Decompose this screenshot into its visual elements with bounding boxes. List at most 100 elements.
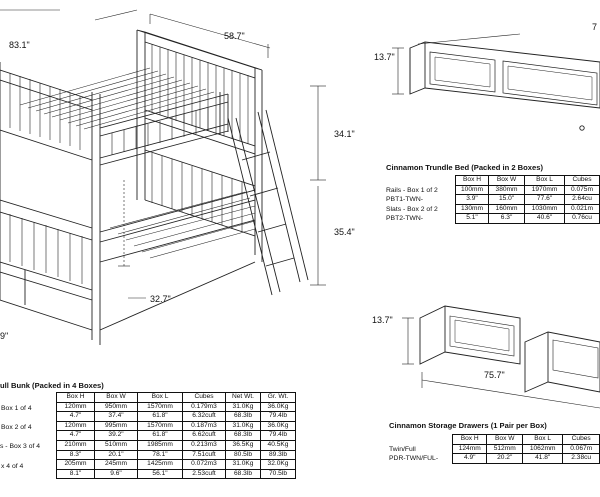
trundle-table-title: Cinnamon Trundle Bed (Packed in 2 Boxes) [386, 163, 543, 172]
table-row: 4.9" 20.2" 41.8" 2.38cu [451, 453, 600, 464]
table-cell: 2.64cu [563, 194, 600, 205]
table-cell: 8.1" [56, 468, 95, 480]
table-cell: 79.4lb [260, 430, 296, 441]
table-cell: 512mm [486, 443, 523, 455]
table-cell: 56.1" [137, 468, 183, 480]
table-cell: 61.8" [137, 411, 183, 422]
table-cell: 89.3lb [260, 449, 296, 461]
table-cell: 6.32cuft [182, 411, 226, 422]
row-label: Twin/Full [389, 446, 416, 453]
table-cell: 4.7" [56, 430, 95, 441]
row-label: PBT1-TWN- [386, 196, 424, 204]
table-cell: 6.62cuft [182, 430, 226, 441]
table-cell: 0.179m3 [182, 401, 226, 413]
column-header: Box W [486, 434, 523, 445]
bunk-dimension-lines [0, 9, 326, 299]
table-row: 5.1" 6.3" 40.6" 0.76cu [454, 213, 600, 224]
column-header: Cubes [563, 175, 600, 186]
table-cell: 380mm [488, 184, 526, 196]
row-label: Slats - Box 2 of 2 [386, 205, 438, 213]
table-header-row: Box H Box W Box L Cubes [454, 175, 600, 186]
column-header: Box H [454, 175, 490, 186]
table-cell: 68.3lb [225, 430, 261, 441]
ladder-offset-label: 32.7" [150, 294, 171, 304]
drawer-height-label: 13.7" [372, 315, 393, 325]
column-header: Box H [451, 434, 488, 445]
table-cell: 80.5lb [225, 449, 261, 461]
column-header: Cubes [562, 434, 600, 445]
bunk-row-labels: Box 1 of 4 Box 2 of 4 s - Box 3 of 4 x 4… [0, 404, 40, 481]
trundle-row-labels: Rails - Box 1 of 2 PBT1-TWN- Slats - Box… [386, 186, 438, 224]
upper-height-label: 34.1" [334, 129, 355, 139]
column-header: Box W [94, 392, 138, 403]
trundle-drawing [392, 33, 600, 131]
bunk-bed-drawing [0, 29, 309, 345]
table-cell: 31.0Kg [225, 401, 261, 413]
table-header-row: Box H Box W Box L Cubes Net Wt. Gr. Wt. [56, 392, 296, 403]
table-cell: 3.9" [454, 194, 490, 205]
table-cell: 2.53cuft [182, 468, 226, 480]
table-cell: 40.6" [524, 213, 565, 224]
table-cell: 510mm [94, 439, 138, 451]
table-cell: 0.072m3 [182, 459, 226, 470]
table-cell: 36.0Kg [260, 401, 296, 413]
table-cell: 68.3lb [225, 468, 261, 480]
table-cell: 0.067m [562, 443, 600, 455]
table-cell: 124mm [451, 443, 488, 455]
table-cell: 78.1" [137, 449, 183, 461]
table-cell: 1570mm [137, 401, 183, 413]
table-cell: 77.6" [524, 194, 565, 205]
table-cell: 36.0Kg [260, 420, 296, 432]
bunk-length-label: 83.1" [9, 40, 30, 50]
trundle-height-label: 13.7" [374, 52, 395, 62]
table-cell: 0.021m [563, 203, 600, 215]
table-cell: 68.3lb [225, 411, 261, 422]
table-cell: 1062mm [521, 443, 564, 455]
table-cell: 41.8" [521, 453, 564, 464]
table-cell: 4.7" [56, 411, 95, 422]
table-header-row: Box H Box W Box L Cubes [451, 434, 600, 445]
trundle-spec-table: Box H Box W Box L Cubes 100mm 380mm 1970… [454, 175, 600, 224]
drawer-length-label: 75.7" [484, 370, 505, 380]
table-cell: 7.51cuft [182, 449, 226, 461]
bunk-table-title: ull Bunk (Packed in 4 Boxes) [0, 381, 104, 390]
table-cell: 130mm [454, 203, 490, 215]
table-cell: 0.187m3 [182, 420, 226, 432]
column-header: Box L [521, 434, 564, 445]
row-label: Box 2 of 4 [1, 424, 32, 432]
drawer-table-title: Cinnamon Storage Drawers (1 Pair per Box… [389, 421, 547, 430]
table-cell: 20.2" [486, 453, 523, 464]
table-cell: 39.2" [94, 430, 138, 441]
table-cell: 5.1" [454, 213, 490, 224]
column-header: Net Wt. [225, 392, 261, 403]
table-row: 3.9" 15.0" 77.6" 2.64cu [454, 194, 600, 205]
column-header: Gr. Wt. [260, 392, 296, 403]
table-cell: 15.0" [488, 194, 526, 205]
row-label: x 4 of 4 [1, 462, 24, 470]
table-row: 130mm 160mm 1030mm 0.021m [454, 203, 600, 215]
table-row: 124mm 512mm 1062mm 0.067m [451, 443, 600, 455]
table-cell: 37.4" [94, 411, 138, 422]
column-header: Box L [524, 175, 565, 186]
table-cell: 61.8" [137, 430, 183, 441]
table-cell: 2.38cu [562, 453, 600, 464]
table-cell: 160mm [488, 203, 526, 215]
table-cell: 6.3" [488, 213, 526, 224]
table-cell: 70.5lb [260, 468, 296, 480]
bottom-left-label: 9" [0, 331, 9, 341]
table-cell: 100mm [454, 184, 490, 196]
table-cell: 0.075m [563, 184, 600, 196]
table-cell: 40.5Kg [260, 439, 296, 451]
row-label: PBT2-TWN- [386, 215, 424, 223]
table-cell: 1970mm [524, 184, 565, 196]
table-cell: 1425mm [137, 459, 183, 470]
table-cell: 245mm [94, 459, 138, 470]
